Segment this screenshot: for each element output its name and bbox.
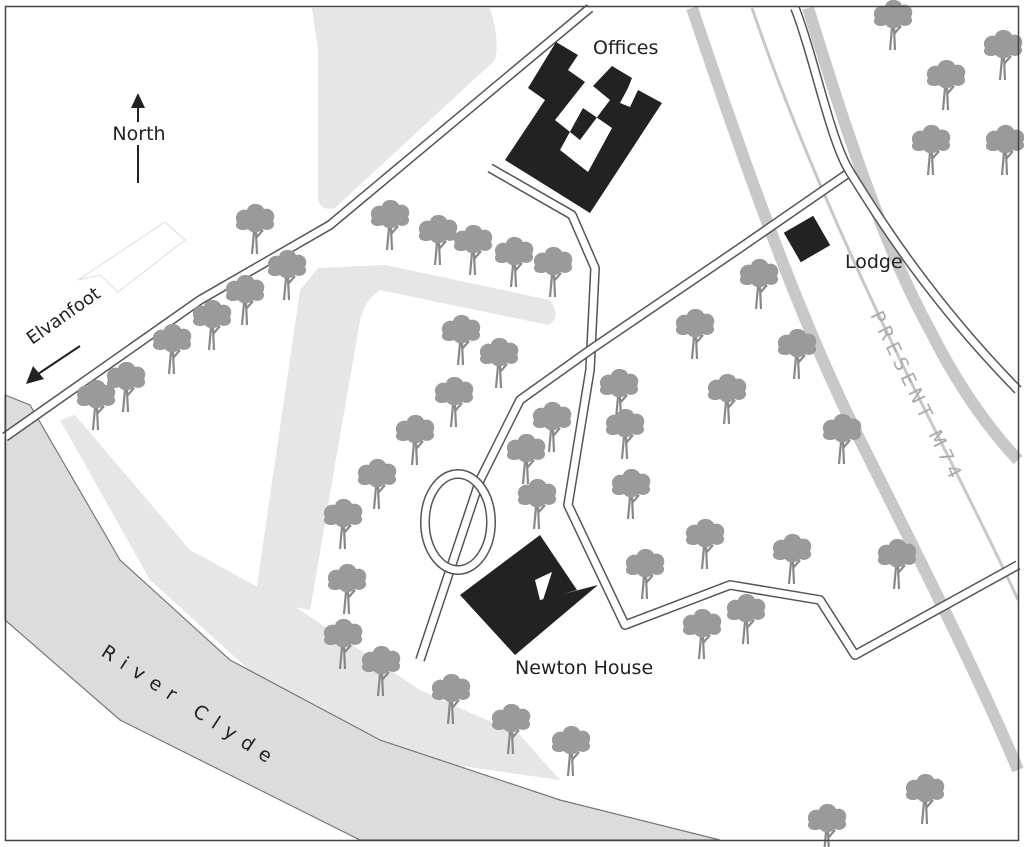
roads	[2, 4, 1022, 662]
field-north	[312, 8, 497, 209]
newton-house-label: Newton House	[515, 657, 653, 679]
offices-building	[505, 42, 662, 213]
lodge-label: Lodge	[845, 251, 903, 273]
river-clyde	[4, 394, 721, 841]
offices-label: Offices	[593, 37, 658, 59]
north-arrow-icon	[131, 93, 145, 183]
west-arrow-icon	[26, 345, 81, 384]
lodge-building	[783, 215, 831, 263]
map-border	[4, 5, 1020, 842]
motorway-center-line	[750, 7, 1020, 601]
field-strip	[255, 265, 556, 610]
motorway-edge-west	[686, 6, 1024, 773]
newton-house-building	[460, 535, 598, 655]
old-building-outline	[77, 221, 186, 293]
north-label: North	[112, 123, 165, 145]
motorway-edge-east	[802, 6, 1023, 465]
